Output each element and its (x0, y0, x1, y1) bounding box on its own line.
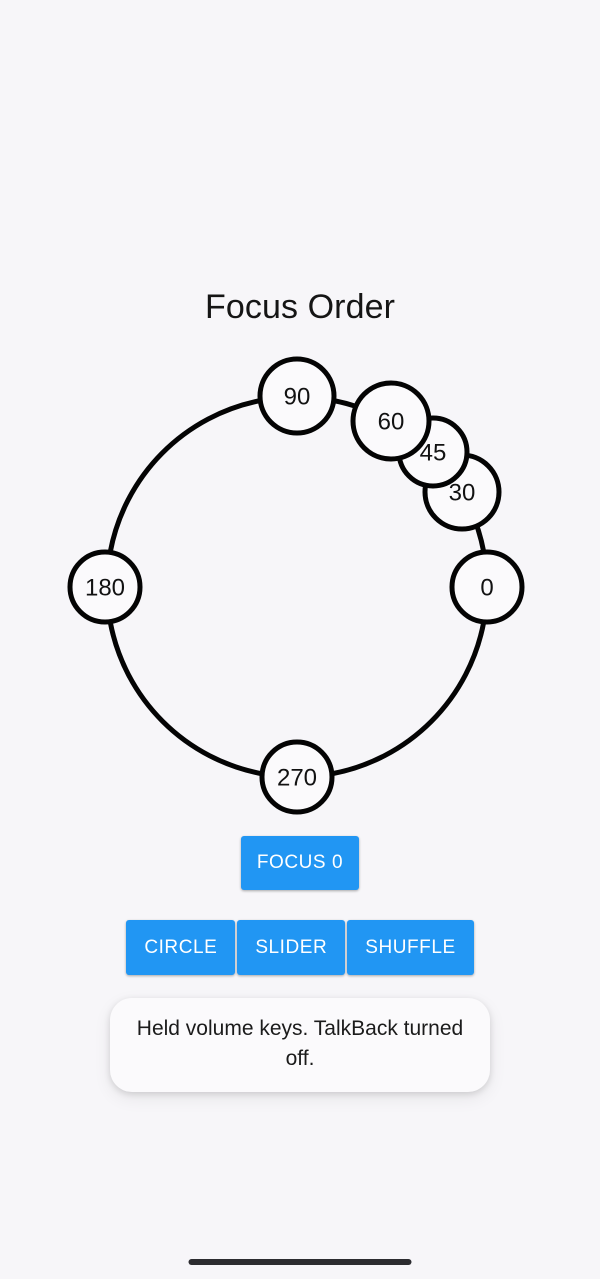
focus-node-circle[interactable] (67, 549, 143, 625)
focus-node-circle[interactable] (257, 356, 337, 436)
focus-node-label: 0 (480, 575, 493, 602)
system-gesture-bar[interactable] (188, 1259, 412, 1265)
focus-node-circle[interactable] (259, 739, 335, 815)
focus-node-label: 180 (85, 575, 125, 602)
focus-node-label: 30 (449, 480, 476, 507)
toast-message: Held volume keys. TalkBack turned off. (110, 998, 490, 1092)
mode-button-slider[interactable]: SLIDER (237, 920, 346, 975)
mode-button-row: CIRCLE SLIDER SHUFFLE (0, 920, 600, 975)
focus-action-row: FOCUS 0 (0, 836, 600, 890)
focus-node-90[interactable]: 90 (257, 356, 337, 436)
ring-arc (107, 398, 263, 555)
ring-arc (107, 619, 265, 777)
page-title: Focus Order (204, 288, 396, 326)
focus-node-60[interactable]: 60 (350, 380, 432, 462)
focus-node-label: 90 (284, 384, 311, 411)
ring-arc (329, 619, 487, 777)
focus-node-circle[interactable] (449, 549, 525, 625)
focus-node-label: 270 (277, 765, 317, 792)
mode-button-shuffle[interactable]: SHUFFLE (347, 920, 474, 975)
focus-node-label: 60 (378, 409, 405, 436)
focus-node-270[interactable]: 270 (259, 739, 335, 815)
mode-button-circle[interactable]: CIRCLE (126, 920, 236, 975)
focus-node-circle[interactable] (350, 380, 432, 462)
focus-node-30[interactable]: 30 (422, 452, 502, 532)
focus-node-180[interactable]: 180 (67, 549, 143, 625)
focus-node-0[interactable]: 0 (449, 549, 525, 625)
focus-button[interactable]: FOCUS 0 (240, 836, 360, 890)
